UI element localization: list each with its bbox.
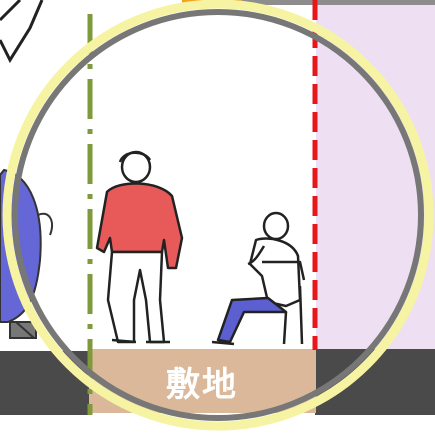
top-edge-grey — [242, 0, 435, 5]
sketch-fragment — [0, 0, 44, 64]
site-label: 敷地 — [166, 364, 238, 405]
lens-ring — [12, 9, 424, 421]
standing-person-figure — [95, 150, 184, 344]
seated-person-figure — [211, 211, 306, 346]
